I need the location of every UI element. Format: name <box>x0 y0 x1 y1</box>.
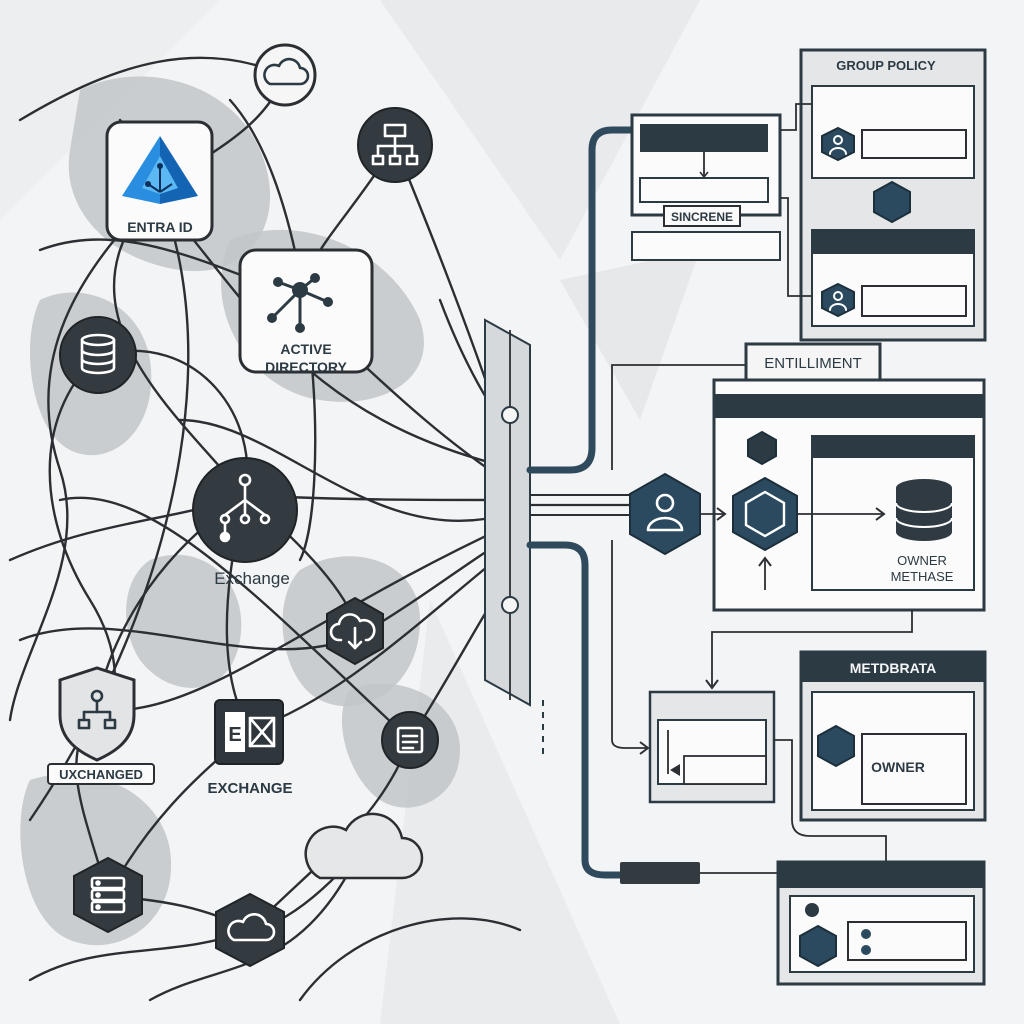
cloud-download-icon <box>329 613 376 650</box>
document-node <box>381 711 439 769</box>
routing-pipes <box>526 126 745 879</box>
exchange-glyph: E <box>228 724 241 746</box>
exchange-hub-node: Exchange <box>192 457 298 588</box>
molecule-icon <box>267 273 333 333</box>
metadata-title: METDBRATA <box>850 660 937 676</box>
cloud-bottom-node <box>304 812 424 880</box>
sync-panel: SINCRENE <box>630 113 782 261</box>
entra-logo-icon <box>122 136 198 204</box>
user-icon <box>829 135 847 155</box>
document-icon <box>396 726 424 754</box>
entra-id-node: ENTRA ID <box>105 120 214 242</box>
active-directory-label-line1: ACTIVE <box>280 341 331 357</box>
server-node <box>73 856 143 934</box>
bottom-right-panel <box>776 860 986 986</box>
active-directory-label-line2: DIRECTORY <box>265 359 347 375</box>
cloud-hex-node <box>215 892 285 968</box>
bottom-bar <box>620 862 780 884</box>
user-icon-2 <box>829 291 847 311</box>
cloud-download-node <box>326 596 384 666</box>
owner-methase-line2: METHASE <box>891 569 954 584</box>
entitlement-panel: ENTILLIMENT OWNER METHASE <box>712 342 986 612</box>
convergence-barrier <box>484 318 544 760</box>
owner-label: OWNER <box>871 759 925 775</box>
hierarchy-icon <box>219 473 271 543</box>
group-policy-title: GROUP POLICY <box>836 58 936 73</box>
database-icon-2 <box>895 479 953 541</box>
shield-node: UXCHANGED <box>47 666 155 785</box>
entitlement-label: ENTILLIMENT <box>764 355 862 372</box>
group-policy-panel: GROUP POLICY <box>780 48 987 342</box>
database-node <box>59 316 137 394</box>
cloud-icon <box>263 57 310 86</box>
identity-node <box>629 472 727 556</box>
user-icon-3 <box>646 493 684 532</box>
active-directory-node: ACTIVE DIRECTORY <box>238 248 374 375</box>
exchange-node: E EXCHANGE <box>207 699 293 797</box>
shield-label: UXCHANGED <box>59 767 143 782</box>
cloud-icon-small <box>227 912 276 942</box>
network-node <box>357 107 433 183</box>
network-icon <box>371 123 419 166</box>
cloud-node <box>253 43 317 107</box>
entitlement-connector <box>705 610 913 690</box>
owner-methase-line1: OWNER <box>897 553 947 568</box>
database-icon <box>80 333 116 375</box>
entra-id-label: ENTRA ID <box>127 219 193 235</box>
form-panel <box>648 690 776 804</box>
sync-label: SINCRENE <box>671 210 733 224</box>
exchange-hub-label: Exchange <box>214 569 290 588</box>
exchange-envelope-icon <box>248 716 276 748</box>
server-icon <box>90 876 126 914</box>
shield-icon <box>77 689 117 730</box>
exchange-label: EXCHANGE <box>207 780 292 797</box>
metadata-panel: METDBRATA OWNER <box>774 650 987 862</box>
